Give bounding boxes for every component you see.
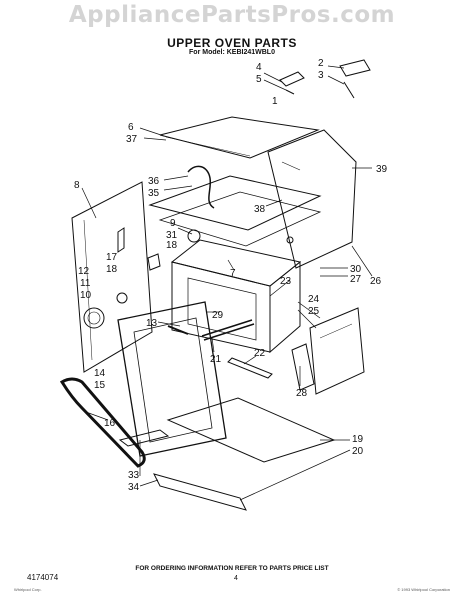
oven-cavity-front [171, 261, 271, 353]
rear-panel [309, 307, 365, 395]
label-10: 10 [80, 290, 92, 301]
label-14: 14 [94, 368, 106, 379]
label-20: 20 [352, 446, 364, 457]
label-30: 30 [350, 264, 362, 275]
label-2: 2 [318, 58, 324, 69]
trim-strip-upper [118, 429, 170, 447]
label-12: 12 [78, 266, 90, 277]
light-ring [83, 307, 105, 329]
label-16: 16 [104, 418, 116, 429]
label-5: 5 [256, 74, 262, 85]
label-24: 24 [308, 294, 320, 305]
label-34: 34 [128, 482, 140, 493]
right-side-panel [267, 129, 357, 269]
label-26: 26 [370, 276, 382, 287]
label-4: 4 [256, 62, 262, 73]
wire-harness [187, 165, 215, 209]
heating-element [201, 319, 255, 341]
left-side-panel [71, 181, 153, 373]
label-33: 33 [128, 470, 140, 481]
label-13: 13 [146, 318, 158, 329]
upper-tray [148, 175, 322, 231]
label-8: 8 [74, 180, 80, 191]
top-rail [339, 59, 371, 99]
bottom-panel [166, 397, 336, 463]
label-22: 22 [254, 348, 266, 359]
label-28: 28 [296, 388, 308, 399]
label-29: 29 [212, 310, 224, 321]
label-38: 38 [254, 204, 266, 215]
label-21: 21 [210, 354, 222, 365]
ordering-info: FOR ORDERING INFORMATION REFER TO PARTS … [135, 565, 329, 572]
door-latch [291, 343, 315, 391]
fine-print-left: Whirlpool Corp. [14, 587, 42, 592]
light-bulb [116, 292, 128, 304]
label-35: 35 [148, 188, 160, 199]
label-3: 3 [318, 70, 324, 81]
label-17: 17 [106, 252, 118, 263]
lower-tray [158, 191, 322, 247]
trim-strip-lower [153, 473, 247, 511]
label-18b: 18 [106, 264, 118, 275]
watermark: AppliancePartsPros.com [68, 2, 396, 28]
bracket-17 [117, 227, 125, 253]
label-15: 15 [94, 380, 106, 391]
thermostat-knob [187, 229, 201, 243]
door-frame [117, 301, 227, 457]
label-25: 25 [308, 306, 320, 317]
label-1: 1 [272, 96, 278, 107]
label-18: 18 [166, 240, 178, 251]
doc-number: 4174074 [27, 573, 59, 582]
top-panel [159, 116, 320, 159]
label-36: 36 [148, 176, 160, 187]
bracket-22 [227, 357, 273, 379]
label-31: 31 [166, 230, 178, 241]
label-23: 23 [280, 276, 292, 287]
diagram-title: UPPER OVEN PARTS [167, 36, 297, 50]
oven-cavity-side [269, 260, 301, 354]
bracket-18 [147, 253, 161, 271]
label-7: 7 [230, 268, 236, 279]
hinge-bracket [279, 71, 305, 95]
fine-print-right: © 1993 Whirlpool Corporation [397, 587, 450, 592]
label-37: 37 [126, 134, 138, 145]
door-gasket [59, 377, 146, 468]
label-11: 11 [80, 278, 91, 289]
model-line: For Model: KEBI241WBL0 [189, 49, 275, 56]
page-number: 4 [234, 575, 238, 582]
label-6: 6 [128, 122, 134, 133]
label-27: 27 [350, 274, 362, 285]
label-39: 39 [376, 164, 388, 175]
label-9: 9 [170, 218, 176, 229]
label-19: 19 [352, 434, 364, 445]
